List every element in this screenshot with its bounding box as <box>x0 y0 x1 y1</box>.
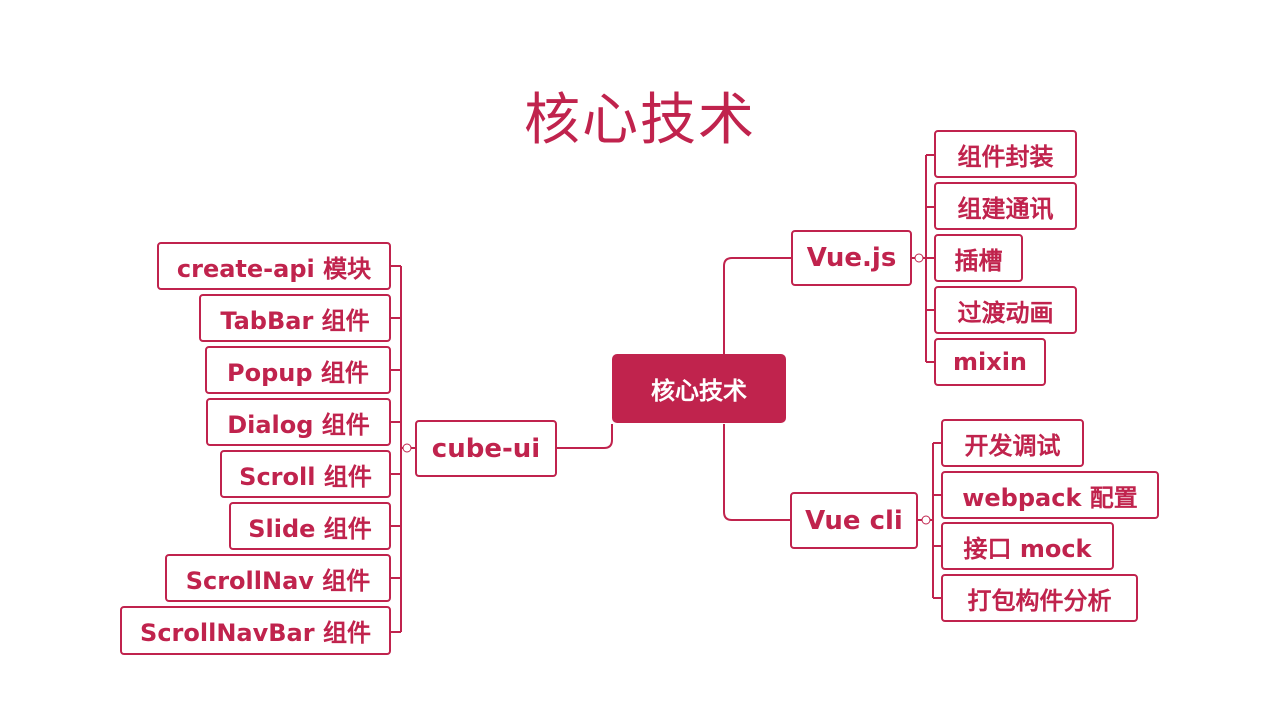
topic-popup[interactable]: Popup 组件 <box>205 346 391 394</box>
central-topic[interactable]: 核心技术 <box>612 354 786 423</box>
topic-scroll[interactable]: Scroll 组件 <box>220 450 391 498</box>
topic-dialog[interactable]: Dialog 组件 <box>206 398 391 446</box>
topic-component-wrapping[interactable]: 组件封装 <box>934 130 1077 178</box>
topic-webpack-config[interactable]: webpack 配置 <box>941 471 1159 519</box>
collapse-toggle-vuecli <box>921 515 931 525</box>
topic-component-communication[interactable]: 组建通讯 <box>934 182 1077 230</box>
topic-scrollnavbar[interactable]: ScrollNavBar 组件 <box>120 606 391 655</box>
topic-transition-animation[interactable]: 过渡动画 <box>934 286 1077 334</box>
topic-create-api[interactable]: create-api 模块 <box>157 242 391 290</box>
collapse-toggle-vuejs <box>914 253 924 263</box>
branch-cube-ui[interactable]: cube-ui <box>415 420 557 477</box>
topic-scrollnav[interactable]: ScrollNav 组件 <box>165 554 391 602</box>
slide-title: 核心技术 <box>524 88 756 153</box>
collapse-toggle-cube-ui <box>402 443 412 453</box>
topic-dev-debug[interactable]: 开发调试 <box>941 419 1084 467</box>
topic-api-mock[interactable]: 接口 mock <box>941 522 1114 570</box>
topic-mixin[interactable]: mixin <box>934 338 1046 386</box>
topic-bundle-analysis[interactable]: 打包构件分析 <box>941 574 1138 622</box>
topic-slot[interactable]: 插槽 <box>934 234 1023 282</box>
topic-slide[interactable]: Slide 组件 <box>229 502 391 550</box>
branch-vuejs[interactable]: Vue.js <box>791 230 912 286</box>
topic-tabbar[interactable]: TabBar 组件 <box>199 294 391 342</box>
branch-vuecli[interactable]: Vue cli <box>790 492 918 549</box>
